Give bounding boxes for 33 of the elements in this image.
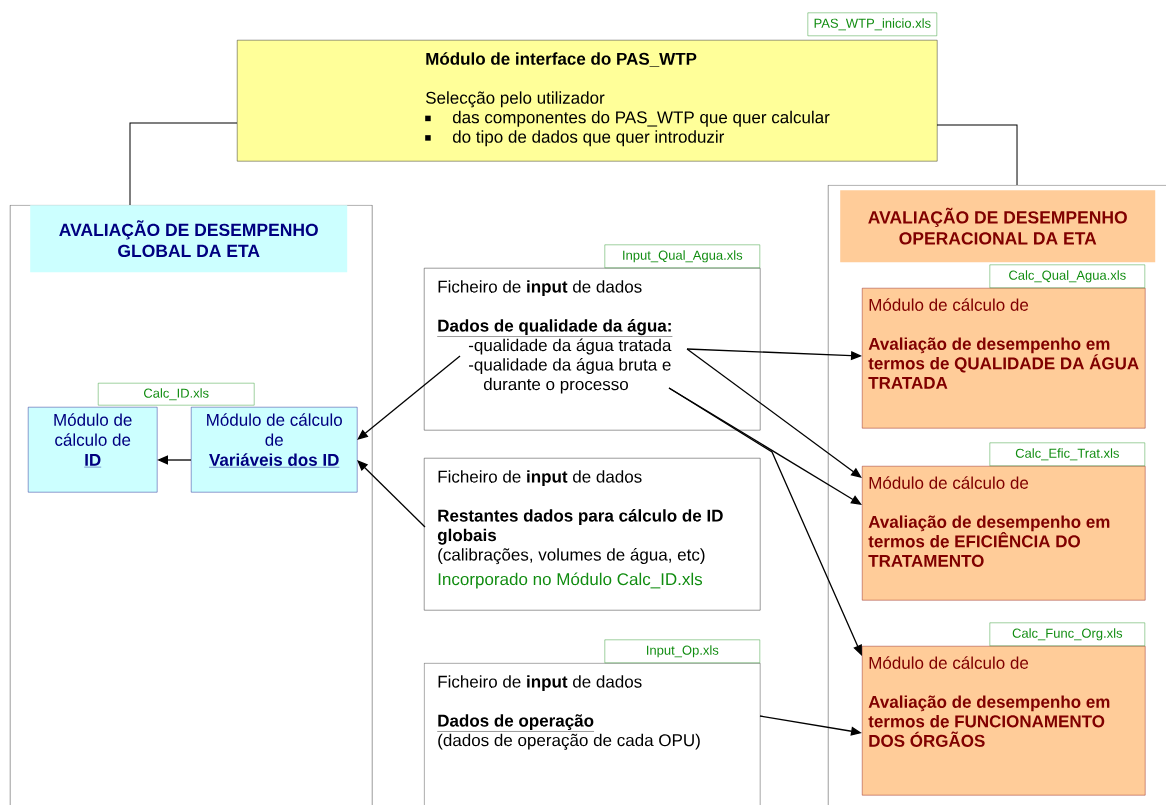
file-tag: PAS_WTP_inicio.xls <box>807 12 938 36</box>
module-box: Módulo de cálculo de Variáveis dos ID <box>191 407 358 493</box>
module-box: Módulo de cálculo de Avaliação de desempenho em termos de QUALIDADE DA ÁGUA TRATADA <box>862 288 1146 429</box>
node-label: do tipo de dados que quer introduzir <box>452 130 725 147</box>
node-label: Dados de qualidade da água: <box>438 319 671 336</box>
file-tag: Input_Qual_Agua.xls <box>604 244 760 268</box>
interface-box: Módulo de interface do PAS_WTP Selecção pelo utilizador das componentes do PAS_WTP que quer calcular do tipo de dados que quer introduzir <box>237 40 938 162</box>
connector-line <box>129 122 238 206</box>
module-box: Módulo de cálculo de Avaliação de desempenho em termos de EFICIÊNCIA DO TRATAMENTO <box>862 466 1146 601</box>
node-label: das componentes do PAS_WTP que quer calcular <box>452 110 830 127</box>
file-tag: Calc_Efic_Trat.xls <box>989 442 1145 466</box>
node-label: -qualidade da água tratada <box>468 338 672 355</box>
node-label: Selecção pelo utilizador <box>425 91 605 108</box>
node-label: Ficheiro de input de dados <box>438 280 642 297</box>
section-frame <box>828 185 1166 805</box>
section-heading: AVALIAÇÃO DE DESEMPENHO OPERACIONAL DA ETA <box>840 190 1156 263</box>
file-tag: Calc_Func_Org.xls <box>989 622 1145 646</box>
section-heading: AVALIAÇÃO DE DESEMPENHO GLOBAL DA ETA <box>30 205 348 273</box>
file-tag: Calc_Qual_Agua.xls <box>989 264 1145 288</box>
node-label: -qualidade da água bruta e durante o processo <box>468 358 671 394</box>
arrow <box>668 387 862 656</box>
module-box: Módulo de cálculo de ID <box>28 407 158 493</box>
arrow <box>357 355 461 440</box>
arrow <box>686 348 862 478</box>
input-file-box: Ficheiro de input de dados Dados de qualidade da água: -qualidade da água tratada -qualidade da água bruta e durante o processo <box>424 268 761 431</box>
file-tag: Input_Op.xls <box>604 639 760 663</box>
input-file-box: Ficheiro de input de dados Restantes dados para cálculo de ID globais (calibrações, volumes de água, etc) Incorporado no Módulo Calc_ID.xls <box>424 458 761 611</box>
node-label: Módulo de interface do PAS_WTP <box>426 52 697 67</box>
input-file-box: Ficheiro de input de dados Dados de operação (dados de operação de cada OPU) <box>424 663 761 805</box>
file-tag: Calc_ID.xls <box>98 383 255 406</box>
connector-line <box>936 124 1018 186</box>
arrow <box>357 460 426 528</box>
module-box: Módulo de cálculo de Avaliação de desempenho em termos de FUNCIONAMENTO DOS ÓRGÃOS <box>862 646 1146 796</box>
